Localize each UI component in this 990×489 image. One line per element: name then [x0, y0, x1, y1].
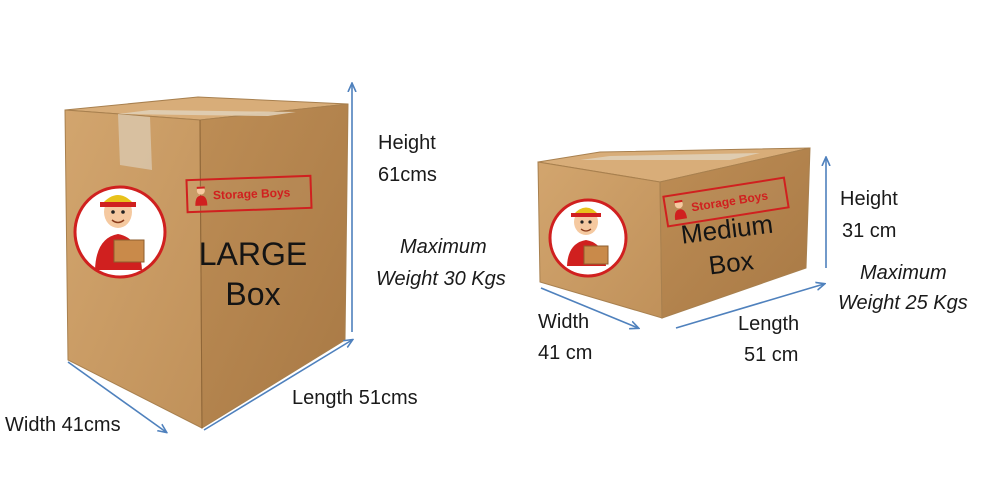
- medium-weight-line2: Weight 25 Kgs: [838, 292, 968, 314]
- medium-box-tape: [580, 153, 760, 160]
- large-height-label: Height: [378, 132, 436, 154]
- large-box-tape-front: [118, 114, 152, 170]
- medium-box-side: [659, 147, 811, 319]
- large-weight-line1: Maximum: [400, 236, 487, 258]
- medium-width-value: 41 cm: [538, 342, 593, 364]
- medium-weight-line1: Maximum: [860, 262, 947, 284]
- large-box-title: LARGE Box: [188, 234, 318, 314]
- large-width-label: Width 41cms: [5, 414, 121, 436]
- medium-box-mascot: [548, 198, 628, 278]
- delivery-person-icon: [674, 199, 688, 221]
- medium-width-arrow: [540, 287, 638, 328]
- large-box-mascot: [73, 185, 167, 279]
- large-box-tape: [118, 110, 296, 116]
- large-box-brand-text: Storage Boys: [212, 185, 291, 203]
- medium-height-label: Height: [840, 188, 898, 210]
- medium-height-value: 31 cm: [842, 220, 897, 242]
- medium-box-brand-stamp: Storage Boys: [662, 176, 790, 228]
- large-width-arrow: [67, 361, 166, 432]
- large-box-dimension-arrows: [67, 84, 352, 432]
- medium-length-value: 51 cm: [744, 344, 799, 366]
- large-box-title-line2: Box: [225, 276, 281, 312]
- medium-width-label: Width: [538, 311, 590, 333]
- large-height-value: 61cms: [378, 164, 437, 186]
- medium-box-dimension-arrows: [540, 158, 826, 329]
- large-length-label: Length 51cms: [292, 387, 418, 409]
- large-box-brand-stamp: Storage Boys: [185, 174, 313, 214]
- medium-length-label: Length: [738, 313, 800, 335]
- delivery-person-icon: [195, 186, 208, 206]
- medium-length-arrow: [675, 284, 824, 329]
- large-weight-line2: Weight 30 Kgs: [376, 268, 506, 290]
- large-length-arrow: [203, 340, 352, 431]
- large-box-title-line1: LARGE: [198, 236, 308, 272]
